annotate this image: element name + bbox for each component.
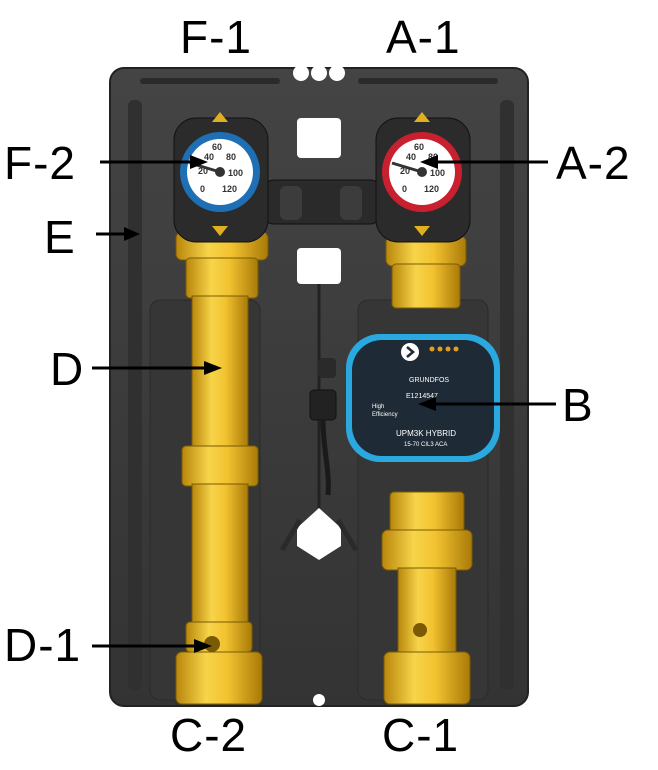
gauge-right-tick-20: 20	[400, 166, 410, 176]
gauge-left-tick-20: 20	[198, 166, 208, 176]
gauge-left-tick-40: 40	[204, 152, 214, 162]
pump-serial: E1214547	[406, 393, 438, 400]
circulation-pump: GRUNDFOS E1214547 High Efficiency UPM3K …	[309, 334, 500, 496]
thermometer-gauge-return: 20 40 60 80 100 0 120	[375, 112, 471, 243]
pump-brand: GRUNDFOS	[409, 377, 449, 384]
pump-model: UPM3K HYBRID	[396, 429, 456, 438]
label-c2: C-2	[170, 709, 248, 761]
arrow-e	[96, 227, 140, 241]
label-f2: F-2	[4, 137, 76, 189]
gauge-right-tick-120: 120	[424, 184, 439, 194]
arrow-f2	[100, 155, 208, 169]
arrow-a2	[420, 155, 548, 169]
arrow-d	[92, 361, 222, 375]
callout-arrows	[92, 155, 556, 653]
thermometer-gauge-flow: 20 40 60 80 100 0 120	[173, 112, 269, 243]
label-d: D	[50, 343, 85, 395]
label-e: E	[44, 211, 76, 263]
gauge-left-tick-120: 120	[222, 184, 237, 194]
label-d1: D-1	[4, 619, 82, 671]
flow-pipe-left	[175, 231, 269, 705]
gauge-right-tick-0: 0	[402, 184, 407, 194]
pump-spec: 15-70 CIL3 ACA	[404, 442, 447, 448]
gauge-left-tick-80: 80	[226, 152, 236, 162]
arrow-d1	[92, 639, 212, 653]
gauge-left-tick-100: 100	[228, 168, 243, 178]
gauge-right-tick-40: 40	[406, 152, 416, 162]
bypass-connector	[261, 179, 383, 225]
label-a2: A-2	[556, 137, 631, 189]
gauge-left-tick-60: 60	[212, 142, 222, 152]
label-a1: A-1	[386, 11, 461, 63]
return-valve-right	[381, 235, 473, 705]
label-f1: F-1	[180, 11, 252, 63]
label-c1: C-1	[382, 709, 460, 761]
arrow-b	[418, 397, 556, 411]
label-b: B	[562, 379, 594, 431]
gauge-right-tick-100: 100	[430, 168, 445, 178]
pump-feature-line1: High	[372, 404, 384, 410]
gauge-right-tick-60: 60	[414, 142, 424, 152]
pump-feature-line2: Efficiency	[372, 412, 398, 418]
gauge-left-tick-0: 0	[200, 184, 205, 194]
